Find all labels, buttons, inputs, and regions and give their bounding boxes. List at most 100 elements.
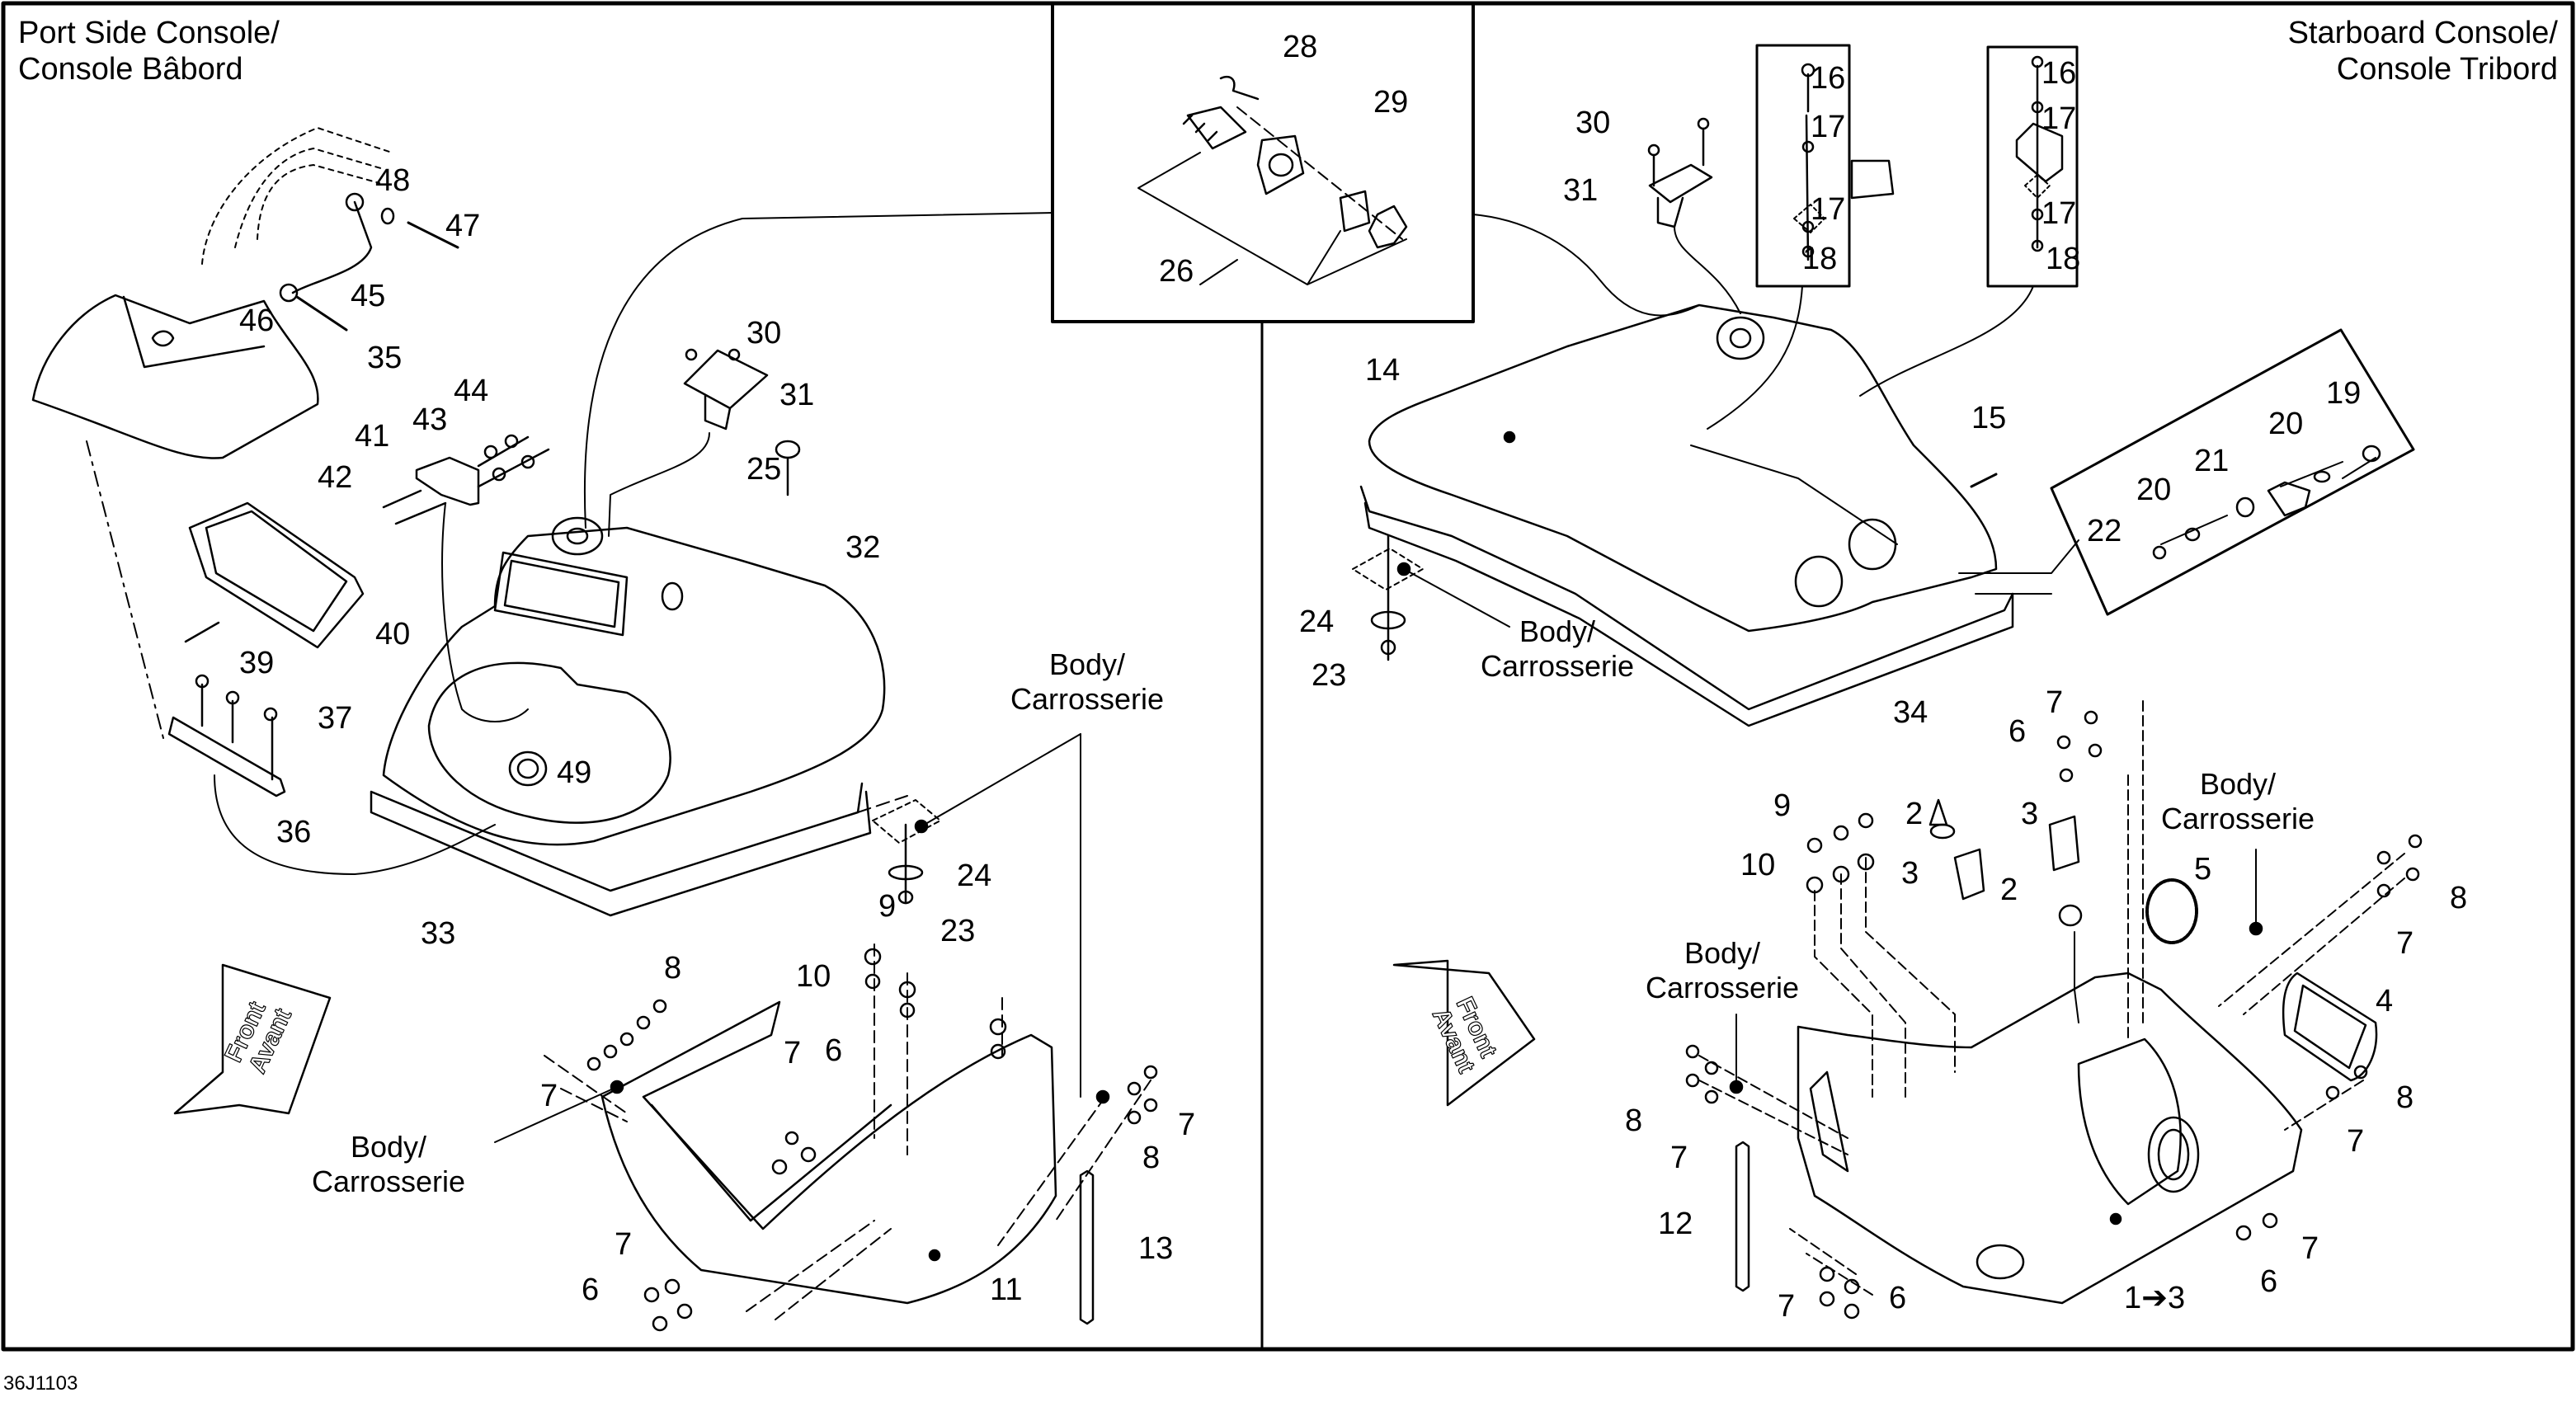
callout-17: 17 [2041, 101, 2077, 136]
part-dot [1503, 430, 1516, 444]
callout-49: 49 [557, 755, 592, 790]
callout-10: 10 [1740, 848, 1776, 882]
callout-13: 13 [1138, 1231, 1174, 1266]
callout-14: 14 [1365, 353, 1401, 388]
body-label-line1: Body/ [2199, 767, 2277, 801]
callout-1-to-3: 1➔3 [2124, 1281, 2186, 1315]
starboard-lower-panel [1797, 972, 2303, 1305]
inset-box-hinge [2050, 328, 2415, 616]
callout-12: 12 [1658, 1207, 1693, 1241]
callout-7: 7 [540, 1079, 558, 1113]
body-label-line1: Body/ [350, 1130, 427, 1164]
bracket-plate [167, 716, 286, 797]
inset-box-shifter [1051, 2, 1475, 323]
body-label: Body/ Carrosserie [2161, 767, 2315, 836]
body-label-line2: Carrosserie [1481, 649, 1635, 683]
body-label: Body/ Carrosserie [312, 1130, 465, 1199]
callout-11: 11 [990, 1273, 1023, 1307]
callout-47: 47 [445, 209, 481, 243]
callout-7: 7 [784, 1036, 802, 1070]
callout-25: 25 [746, 452, 782, 487]
body-label-line2: Carrosserie [2161, 802, 2315, 835]
callout-37: 37 [318, 701, 353, 736]
starboard-panel-title: Starboard Console/ Console Tribord [2288, 15, 2558, 87]
starboard-title-line2: Console Tribord [2336, 52, 2558, 87]
body-label-line1: Body/ [1048, 647, 1126, 681]
callout-2: 2 [2000, 873, 2018, 907]
callout-6: 6 [1889, 1281, 1907, 1315]
port-panel-title: Port Side Console/ Console Bâbord [18, 15, 280, 87]
inset-drawing [1137, 75, 1408, 285]
callout-3: 3 [2021, 797, 2039, 831]
callout-20: 20 [2136, 473, 2172, 507]
callout-7: 7 [1778, 1289, 1796, 1324]
callout-31: 31 [779, 378, 815, 412]
callout-6: 6 [582, 1273, 600, 1307]
callout-45: 45 [351, 279, 386, 313]
callout-7: 7 [2396, 926, 2414, 961]
port-console-body [382, 526, 886, 846]
port-console-base [370, 782, 872, 917]
body-label-line2: Carrosserie [1646, 971, 1800, 1004]
callout-7: 7 [615, 1227, 633, 1262]
callout-21: 21 [2194, 444, 2230, 478]
callout-42: 42 [318, 460, 353, 495]
starboard-console-body [1368, 303, 1998, 633]
callout-30: 30 [746, 316, 782, 350]
body-label: Body/ Carrosserie [1481, 614, 1634, 684]
callout-10: 10 [796, 959, 831, 994]
callout-30: 30 [1575, 106, 1611, 140]
callout-9: 9 [878, 889, 897, 924]
callout-18: 18 [1802, 242, 1838, 276]
body-label-line2: Carrosserie [1010, 682, 1165, 716]
callout-32: 32 [845, 530, 881, 565]
callout-3: 3 [1901, 856, 1919, 891]
callout-17: 17 [2041, 196, 2077, 231]
callout-26: 26 [1159, 254, 1194, 289]
callout-31: 31 [1563, 173, 1599, 208]
callout-39: 39 [239, 646, 275, 680]
callout-19: 19 [2326, 376, 2362, 411]
callout-23: 23 [1312, 658, 1347, 693]
latch-plate [415, 456, 480, 506]
callout-8: 8 [2396, 1080, 2414, 1115]
front-arrow-label-starboard: Front Avant [1426, 992, 1503, 1077]
callout-2: 2 [1905, 797, 1924, 831]
port-title-line2: Console Bâbord [18, 52, 243, 87]
figure-code: 36J1103 [3, 1372, 78, 1395]
callout-48: 48 [375, 163, 411, 198]
starboard-gasket [2282, 972, 2378, 1082]
lower-panel [600, 1000, 1057, 1305]
callout-35: 35 [367, 341, 403, 375]
starboard-side-drawing [1352, 55, 2423, 1320]
front-arrow-starboard [1392, 959, 1536, 1107]
display-window [493, 551, 629, 637]
callout-44: 44 [454, 374, 489, 408]
callout-7: 7 [2301, 1231, 2319, 1266]
body-label: Body/ Carrosserie [1010, 647, 1164, 717]
callout-6: 6 [2260, 1264, 2278, 1299]
callout-7: 7 [2046, 685, 2064, 720]
body-label-line1: Body/ [1519, 614, 1596, 648]
body-label-line2: Carrosserie [312, 1164, 466, 1198]
callout-6: 6 [2009, 714, 2027, 749]
trim-strip [1079, 1169, 1095, 1325]
body-anchor-dot [1095, 1089, 1110, 1104]
callout-9: 9 [1773, 788, 1792, 823]
callout-8: 7 [1178, 1108, 1196, 1142]
callout-15: 15 [1971, 401, 2007, 435]
callout-5: 5 [2194, 852, 2212, 887]
front-arrow-port [173, 963, 332, 1115]
callout-7: 8 [1142, 1141, 1161, 1175]
body-label: Body/ Carrosserie [1646, 936, 1799, 1005]
callout-18: 18 [2046, 242, 2081, 276]
callout-17: 17 [1811, 110, 1846, 144]
callout-23: 23 [940, 914, 976, 948]
part-dot [2109, 1212, 2122, 1226]
front-arrow-label-port: Front Avant [219, 997, 298, 1078]
console-cover [31, 294, 319, 459]
callout-6: 6 [825, 1033, 843, 1068]
callout-29: 29 [1373, 85, 1409, 120]
port-side-drawing [31, 127, 1158, 1332]
